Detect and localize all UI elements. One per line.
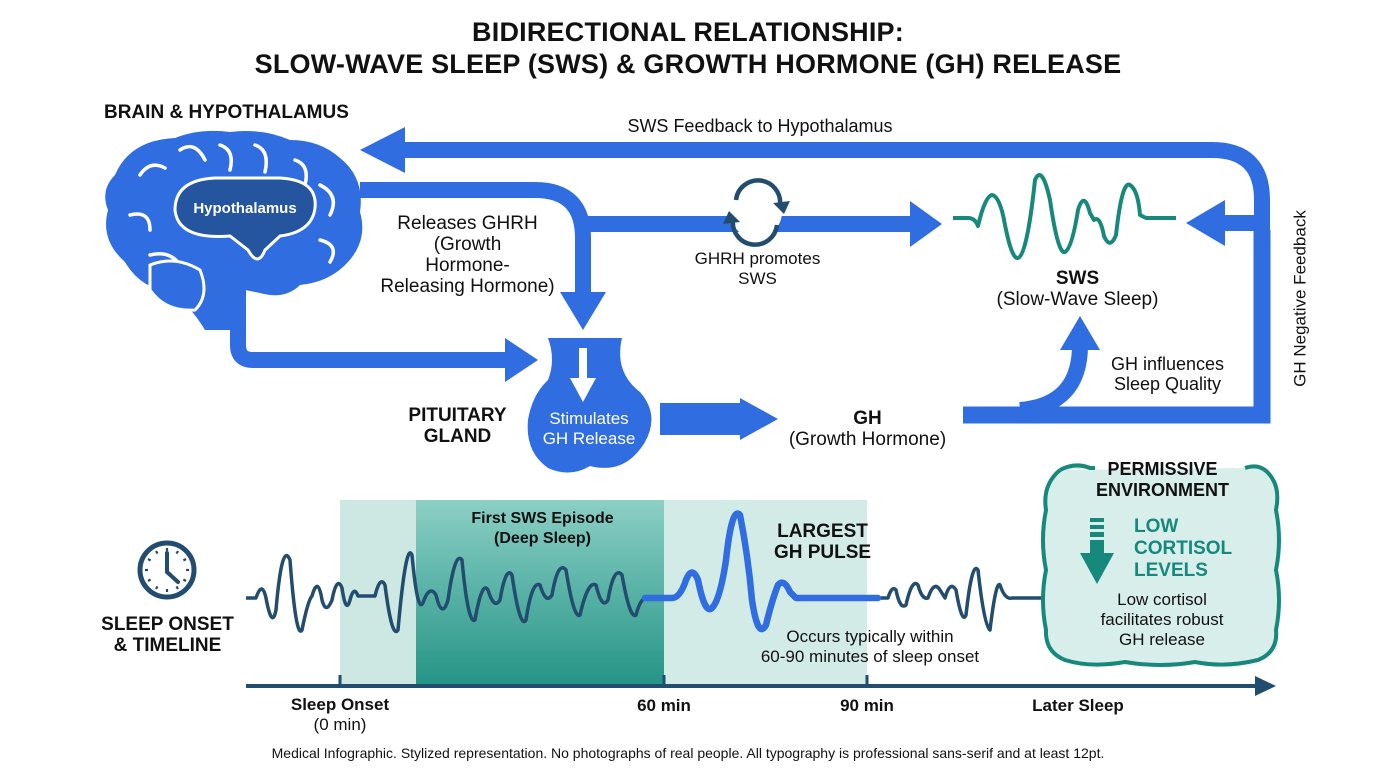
tick-sleep-onset-sub: (0 min) bbox=[313, 715, 367, 734]
pituitary-heading: PITUITARY GLAND bbox=[400, 405, 515, 447]
gh-subtitle: (Growth Hormone) bbox=[788, 429, 947, 450]
releases-ghrh-line-3: Hormone- bbox=[425, 255, 510, 276]
timeline-heading: SLEEP ONSET & TIMELINE bbox=[90, 614, 245, 656]
permissive-environment-box bbox=[1041, 463, 1281, 667]
gh-negative-feedback-arrow bbox=[1186, 200, 1270, 246]
title-line-1: BIDIRECTIONAL RELATIONSHIP: bbox=[472, 17, 904, 47]
low-cortisol-line-3: LEVELS bbox=[1134, 560, 1208, 581]
releases-ghrh-arrow bbox=[360, 182, 606, 330]
releases-ghrh-line-1: Releases GHRH bbox=[397, 213, 538, 234]
pituitary-heading-line-2: GLAND bbox=[423, 426, 492, 447]
permissive-heading: PERMISSIVE ENVIRONMENT bbox=[1060, 459, 1265, 501]
releases-ghrh-label: Releases GHRH (Growth Hormone- Releasing… bbox=[360, 213, 575, 297]
sws-feedback-arrow bbox=[360, 127, 1270, 420]
pituitary-inner-label: Stimulates GH Release bbox=[530, 409, 648, 449]
eeg-wave-icon bbox=[953, 173, 1176, 261]
hypothalamus-label: Hypothalamus bbox=[193, 200, 297, 217]
gh-title: GH bbox=[853, 408, 882, 429]
tick-sleep-onset-label: Sleep Onset bbox=[290, 695, 390, 714]
sws-episode-line-1: First SWS Episode bbox=[471, 510, 614, 527]
pituitary-inner-line-1: Stimulates bbox=[549, 409, 629, 428]
gh-pulse-note: Occurs typically within 60-90 minutes of… bbox=[735, 627, 1005, 667]
permissive-body: Low cortisol facilitates robust GH relea… bbox=[1062, 590, 1262, 650]
tick-60-min: 60 min bbox=[637, 696, 691, 715]
sws-title: SWS bbox=[1055, 268, 1100, 289]
gh-influences-arrow bbox=[1019, 316, 1100, 418]
gh-pulse-line-1: LARGEST bbox=[777, 521, 868, 542]
permissive-heading-line-2: ENVIRONMENT bbox=[1095, 480, 1229, 500]
permissive-heading-line-1: PERMISSIVE bbox=[1107, 459, 1218, 479]
timeline-axis bbox=[246, 675, 1276, 696]
cycle-icon bbox=[723, 178, 790, 247]
pituitary-heading-line-1: PITUITARY bbox=[408, 405, 507, 426]
timeline-eeg-wave bbox=[246, 510, 1048, 634]
sws-episode-line-2: (Deep Sleep) bbox=[494, 530, 591, 547]
timeline-heading-line-1: SLEEP ONSET bbox=[101, 614, 234, 635]
gh-pulse-note-line-2: 60-90 minutes of sleep onset bbox=[760, 647, 980, 666]
sws-subtitle: (Slow-Wave Sleep) bbox=[996, 289, 1159, 310]
releases-ghrh-line-2: (Growth bbox=[433, 234, 502, 255]
gh-label: GH (Growth Hormone) bbox=[770, 408, 965, 450]
sws-episode-label: First SWS Episode (Deep Sleep) bbox=[430, 509, 655, 549]
gh-influences-label: GH influences Sleep Quality bbox=[1100, 354, 1235, 394]
gh-influences-line-2: Sleep Quality bbox=[1113, 374, 1222, 394]
pituitary-gland-icon bbox=[527, 338, 652, 473]
sws-feedback-label: SWS Feedback to Hypothalamus bbox=[627, 116, 893, 136]
brain-to-pituitary-arrow bbox=[230, 250, 538, 382]
ghrh-promotes-line-1: GHRH promotes bbox=[694, 249, 821, 268]
gh-influences-line-1: GH influences bbox=[1110, 354, 1225, 374]
brain-icon bbox=[105, 130, 363, 330]
tick-sleep-onset: Sleep Onset (0 min) bbox=[265, 695, 415, 735]
tick-later-sleep: Later Sleep bbox=[1032, 696, 1124, 715]
brain-heading: BRAIN & HYPOTHALAMUS bbox=[104, 102, 349, 123]
gh-pulse-label: LARGEST GH PULSE bbox=[760, 521, 885, 563]
clock-icon bbox=[137, 540, 197, 600]
permissive-body-line-1: Low cortisol bbox=[1117, 590, 1207, 609]
gh-pulse-note-line-1: Occurs typically within bbox=[786, 627, 954, 646]
title-line-2: SLOW-WAVE SLEEP (SWS) & GROWTH HORMONE (… bbox=[254, 49, 1122, 79]
releases-ghrh-line-4: Releasing Hormone) bbox=[380, 276, 555, 297]
low-cortisol-label: LOW CORTISOL LEVELS bbox=[1134, 516, 1264, 582]
pituitary-to-gh-arrow bbox=[660, 398, 778, 440]
gh-negative-feedback-label: GH Negative Feedback bbox=[1290, 210, 1310, 387]
tick-90-min: 90 min bbox=[840, 696, 894, 715]
timeline-heading-line-2: & TIMELINE bbox=[113, 635, 222, 656]
ghrh-promotes-line-2: SWS bbox=[738, 269, 777, 288]
footer-note: Medical Infographic. Stylized representa… bbox=[271, 745, 1105, 761]
gh-pulse-line-2: GH PULSE bbox=[773, 542, 872, 563]
low-cortisol-line-2: CORTISOL bbox=[1134, 538, 1233, 559]
low-cortisol-line-1: LOW bbox=[1134, 516, 1179, 537]
permissive-body-line-2: facilitates robust bbox=[1100, 610, 1224, 629]
pituitary-inner-line-2: GH Release bbox=[542, 429, 636, 448]
gh-to-sws-loop bbox=[963, 230, 1271, 424]
ghrh-promotes-label: GHRH promotes SWS bbox=[665, 249, 850, 289]
permissive-body-line-3: GH release bbox=[1119, 630, 1205, 649]
sws-label: SWS (Slow-Wave Sleep) bbox=[970, 268, 1185, 310]
sws-band-deep bbox=[416, 500, 664, 686]
